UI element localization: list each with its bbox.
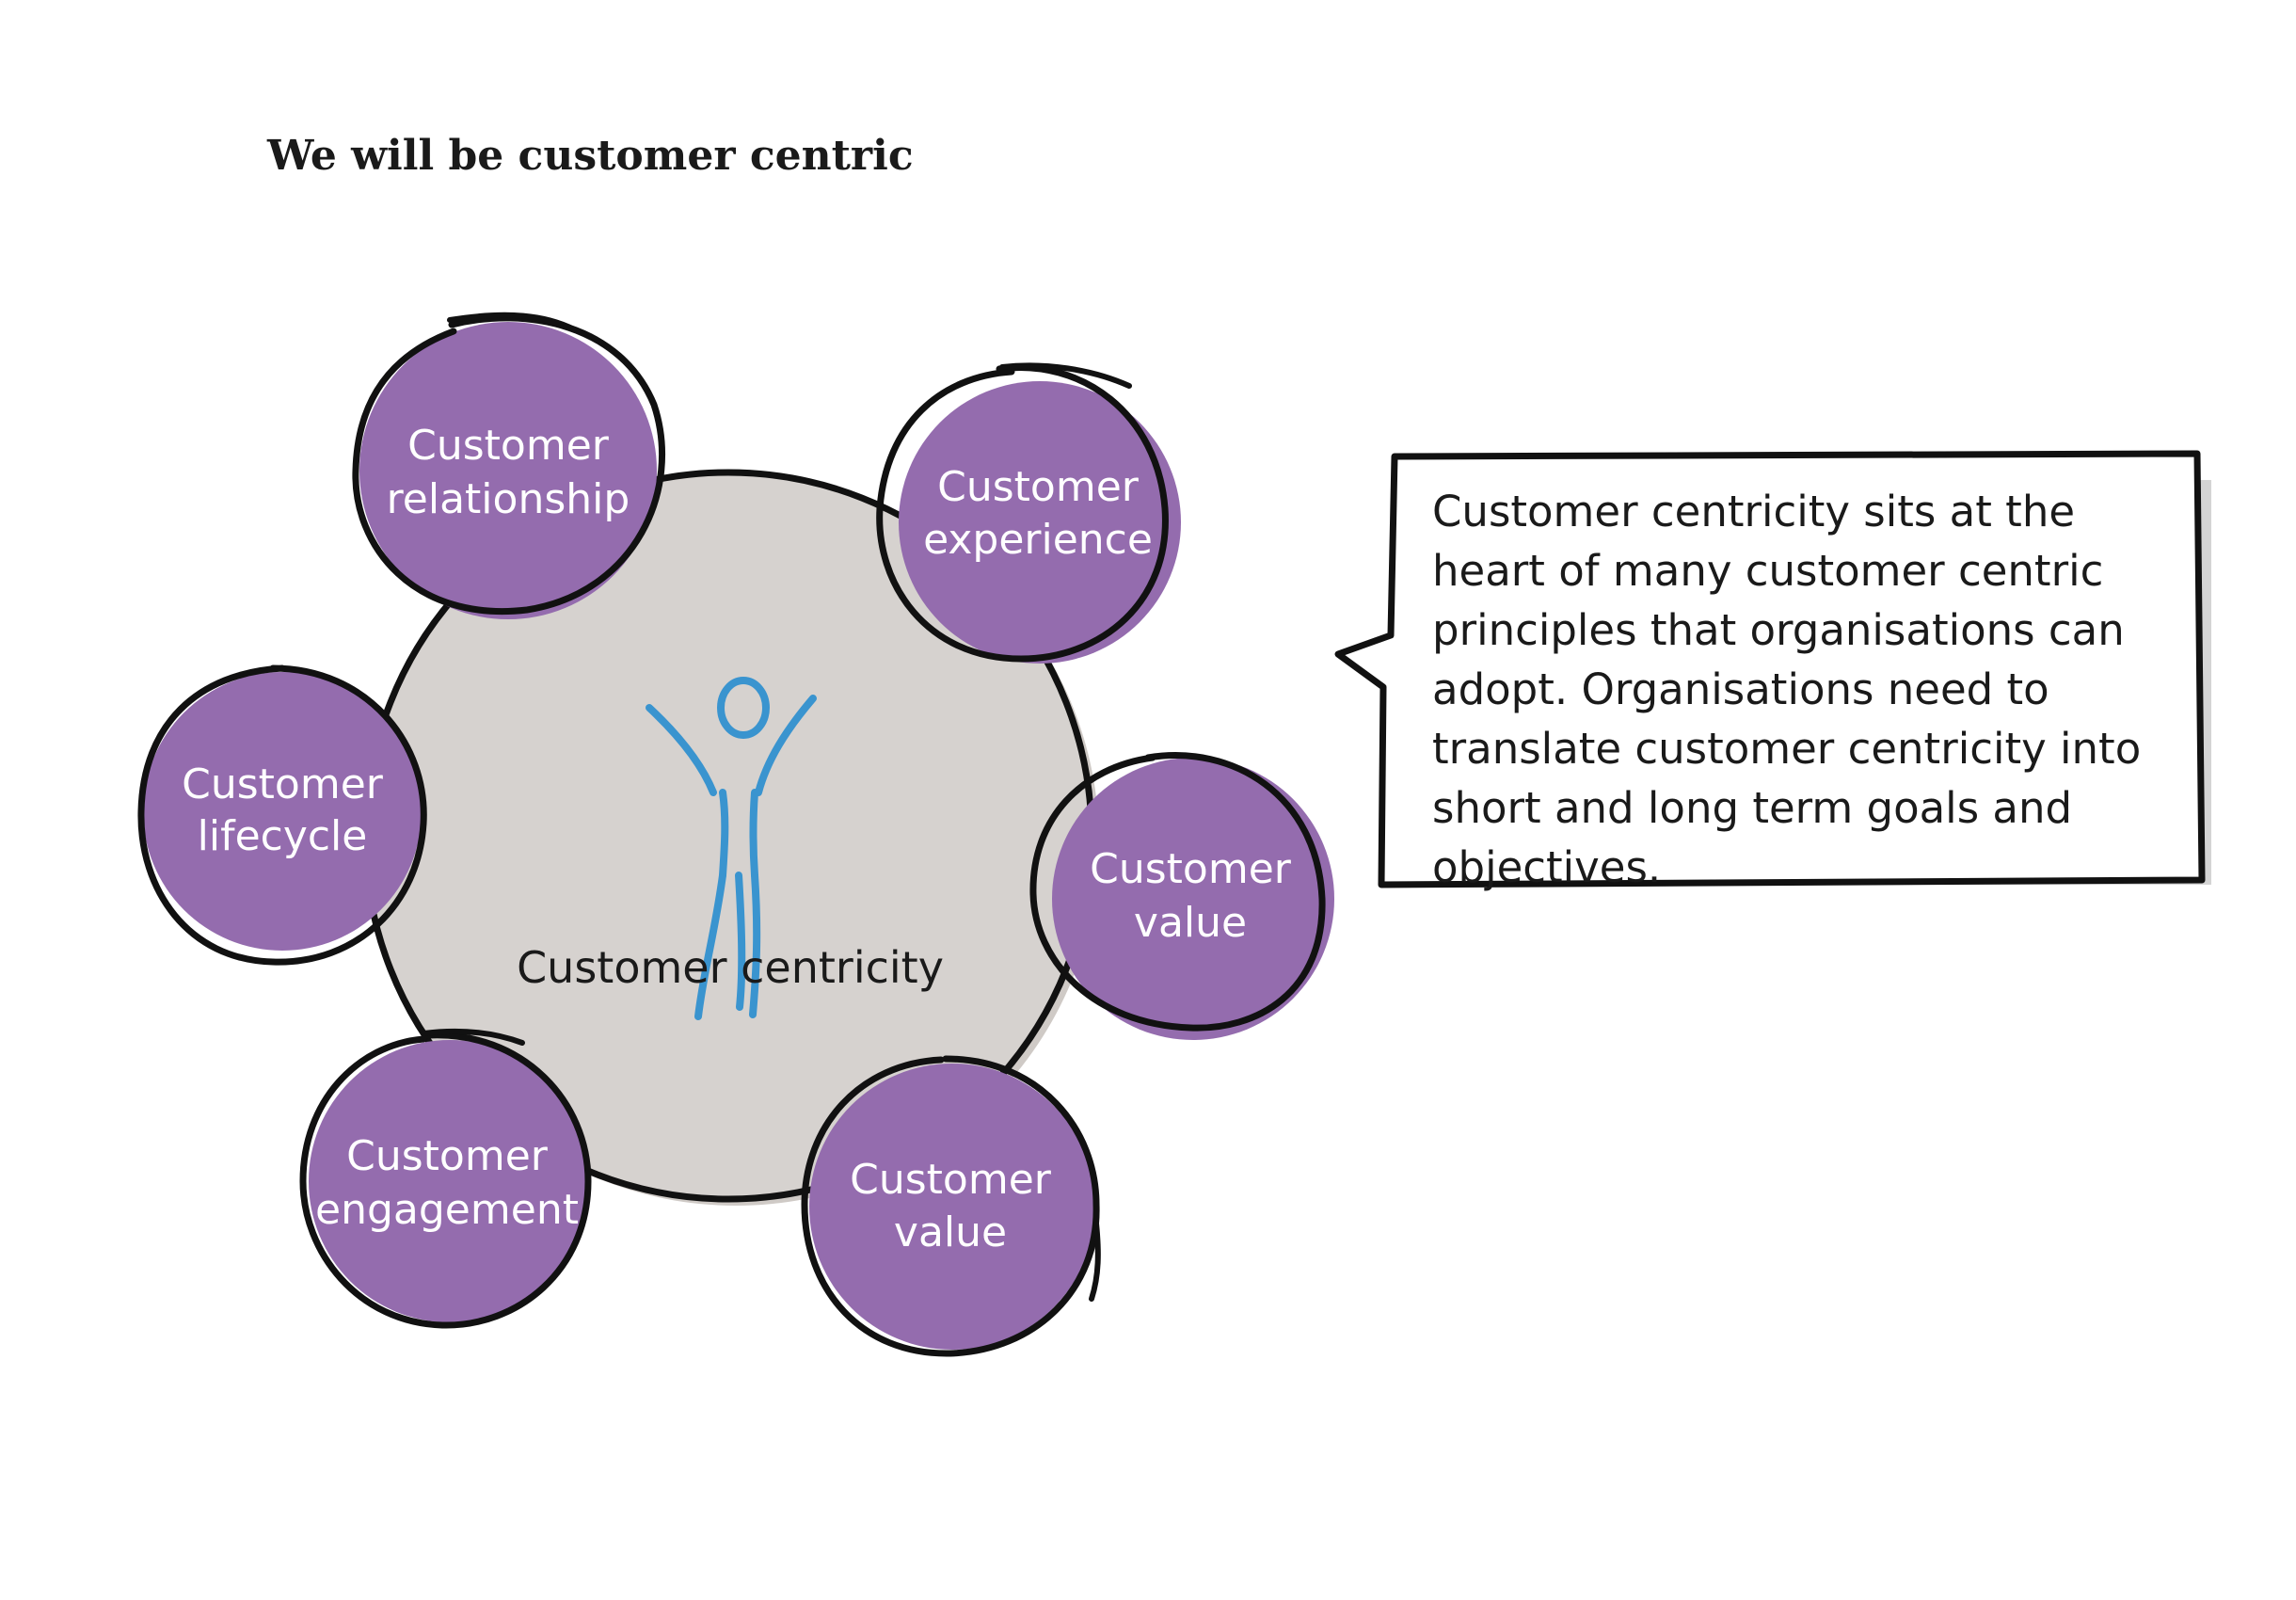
node-customer-value-right: Customer value [1029,752,1334,1040]
node-label-line2: value [1134,899,1247,947]
callout-text: Customer centricity sits at the heart of… [1432,487,2142,892]
node-label-line2: value [894,1208,1007,1256]
node-label-line1: Customer [407,422,610,470]
node-customer-value-bottom: Customer value [801,1055,1101,1357]
node-customer-engagement: Customer engagement [299,1028,592,1329]
node-label-line1: Customer [937,463,1140,511]
node-label-line1: Customer [850,1156,1052,1204]
center-label: Customer centricity [517,942,944,993]
node-label-line2: engagement [315,1186,579,1234]
node-label-line2: lifecycle [198,812,368,860]
person-arms-raised-icon [646,677,817,1020]
page-title: We will be customer centric [267,132,914,180]
node-customer-experience: Customer experience [876,362,1181,664]
node-label-line2: experience [923,516,1153,564]
node-customer-lifecycle: Customer lifecycle [137,664,427,966]
node-label-line1: Customer [346,1132,549,1180]
node-label-line2: relationship [387,475,630,523]
callout-box [1334,450,2211,888]
node-customer-relationship: Customer relationship [352,312,665,619]
node-label-line1: Customer [182,760,384,808]
node-label-line1: Customer [1090,845,1292,893]
center-hub [361,469,1099,1206]
